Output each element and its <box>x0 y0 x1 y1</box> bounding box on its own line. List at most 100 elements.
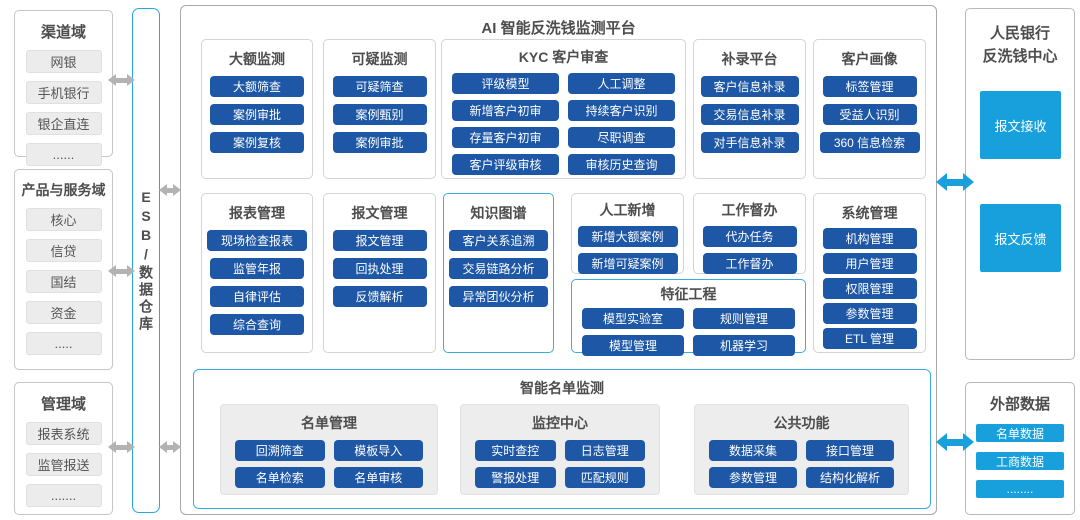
feature-button[interactable]: 持续客户识别 <box>568 100 675 121</box>
feature-button[interactable]: 交易链路分析 <box>449 258 548 279</box>
feature-button[interactable]: 360 信息检索 <box>819 132 920 153</box>
feature-button[interactable]: 参数管理 <box>822 303 917 324</box>
feature-button[interactable]: 代办任务 <box>702 226 797 247</box>
feature-button[interactable]: 日志管理 <box>564 440 645 461</box>
feature-button[interactable]: 新增大额案例 <box>577 226 678 247</box>
system-item-ellipsis: ...... <box>25 143 102 166</box>
message-receive-block[interactable]: 报文接收 <box>980 91 1061 159</box>
feature-button[interactable]: 可疑筛查 <box>332 76 427 97</box>
feature-button[interactable]: 数据采集 <box>709 440 797 461</box>
system-item[interactable]: 手机银行 <box>25 81 102 104</box>
feature-button[interactable]: 新增客户初审 <box>452 100 559 121</box>
message-feedback-block[interactable]: 报文反馈 <box>980 204 1061 272</box>
module-kyc-review: KYC 客户审查 评级模型 人工调整 新增客户初审 持续客户识别 存量客户初审 … <box>441 39 686 179</box>
pboc-aml-center-panel: 人民银行 反洗钱中心 报文接收 报文反馈 <box>965 8 1075 360</box>
feature-button[interactable]: 警报处理 <box>475 467 556 488</box>
panel-title: 产品与服务域 <box>21 182 106 198</box>
feature-button[interactable]: 异常团伙分析 <box>449 286 548 307</box>
feature-button[interactable]: 案例审批 <box>332 132 427 153</box>
esb-platform-arrow-top-icon <box>159 182 181 198</box>
feature-button[interactable]: 回溯筛查 <box>235 440 325 461</box>
module-title: 客户画像 <box>841 51 898 67</box>
panel-title: 渠道域 <box>40 24 86 41</box>
panel-title: 人民银行 反洗钱中心 <box>966 23 1074 68</box>
feature-button[interactable]: 回执处理 <box>332 258 427 279</box>
feature-button[interactable]: 反馈解析 <box>332 286 427 307</box>
feature-button[interactable]: 案例甄别 <box>332 104 427 125</box>
feature-button[interactable]: 客户评级审核 <box>452 154 559 175</box>
module-work-supervision: 工作督办 代办任务 工作督办 <box>693 193 806 274</box>
feature-button[interactable]: 名单审核 <box>333 467 423 488</box>
module-title: 特征工程 <box>660 286 717 302</box>
group-title: 名单管理 <box>301 415 357 431</box>
module-large-amount-monitoring: 大额监测 大额筛查 案例审批 案例复核 <box>201 39 313 179</box>
feature-button[interactable]: 接口管理 <box>806 440 894 461</box>
product-service-domain-panel: 产品与服务域 核心 信贷 国结 资金 ..... <box>14 169 113 370</box>
smart-list-monitoring-box: 智能名单监测 名单管理 回溯筛查 模板导入 名单检索 名单审核 监控中心 实时查… <box>193 369 931 509</box>
system-item[interactable]: 信贷 <box>25 239 102 262</box>
group-list-management: 名单管理 回溯筛查 模板导入 名单检索 名单审核 <box>220 404 438 495</box>
management-domain-panel: 管理域 报表系统 监管报送 ....... <box>14 382 113 515</box>
feature-button[interactable]: 权限管理 <box>822 278 917 299</box>
feature-button[interactable]: 综合查询 <box>210 314 304 335</box>
external-data-panel: 外部数据 名单数据 工商数据 ........ <box>965 382 1075 515</box>
external-data-item-ellipsis: ........ <box>976 480 1064 498</box>
feature-button[interactable]: 模型管理 <box>582 335 684 356</box>
module-title: 人工新增 <box>599 202 656 218</box>
feature-button[interactable]: 结构化解析 <box>806 467 894 488</box>
module-customer-profile: 客户画像 标签管理 受益人识别 360 信息检索 <box>813 39 926 179</box>
module-manual-add: 人工新增 新增大额案例 新增可疑案例 <box>571 193 684 274</box>
feature-button[interactable]: 客户信息补录 <box>700 76 799 97</box>
channel-domain-panel: 渠道域 网银 手机银行 银企直连 ...... <box>14 10 113 166</box>
feature-button[interactable]: 评级模型 <box>452 73 559 94</box>
system-item[interactable]: 报表系统 <box>25 422 102 445</box>
esb-label: ESB/数据仓库 <box>138 188 154 333</box>
module-message-management: 报文管理 报文管理 回执处理 反馈解析 <box>323 193 436 353</box>
feature-button[interactable]: 人工调整 <box>568 73 675 94</box>
feature-button[interactable]: 机构管理 <box>822 228 917 249</box>
platform-title: AI 智能反洗钱监测平台 <box>481 20 636 37</box>
feature-button[interactable]: 案例审批 <box>210 104 304 125</box>
feature-button[interactable]: ETL 管理 <box>822 328 917 349</box>
feature-button[interactable]: 匹配规则 <box>564 467 645 488</box>
feature-button[interactable]: 现场检查报表 <box>207 230 307 251</box>
feature-button[interactable]: 新增可疑案例 <box>577 253 678 274</box>
feature-button[interactable]: 模板导入 <box>333 440 423 461</box>
feature-button[interactable]: 大额筛查 <box>210 76 304 97</box>
feature-button[interactable]: 受益人识别 <box>822 104 917 125</box>
system-item[interactable]: 网银 <box>25 50 102 73</box>
feature-button[interactable]: 工作督办 <box>702 253 797 274</box>
feature-button[interactable]: 机器学习 <box>693 335 795 356</box>
feature-button[interactable]: 自律评估 <box>210 286 304 307</box>
feature-button[interactable]: 用户管理 <box>822 253 917 274</box>
module-feature-engineering: 特征工程 模型实验室 规则管理 模型管理 机器学习 <box>571 279 806 356</box>
external-data-item[interactable]: 名单数据 <box>976 424 1064 442</box>
panel-title: 外部数据 <box>989 396 1050 413</box>
group-title: 公共功能 <box>773 415 830 431</box>
feature-button[interactable]: 规则管理 <box>693 308 795 329</box>
feature-button[interactable]: 案例复核 <box>210 132 304 153</box>
feature-button[interactable]: 交易信息补录 <box>700 104 799 125</box>
group-title: 监控中心 <box>532 415 588 431</box>
system-item[interactable]: 国结 <box>25 270 102 293</box>
external-data-item[interactable]: 工商数据 <box>976 452 1064 470</box>
feature-button[interactable]: 实时查控 <box>475 440 556 461</box>
feature-button[interactable]: 尽职调查 <box>568 127 675 148</box>
system-item[interactable]: 银企直连 <box>25 112 102 135</box>
module-title: KYC 客户审查 <box>518 49 609 65</box>
feature-button[interactable]: 审核历史查询 <box>568 154 675 175</box>
feature-button[interactable]: 对手信息补录 <box>700 132 799 153</box>
system-item[interactable]: 监管报送 <box>25 453 102 476</box>
feature-button[interactable]: 报文管理 <box>332 230 427 251</box>
feature-button[interactable]: 参数管理 <box>709 467 797 488</box>
module-suspicious-monitoring: 可疑监测 可疑筛查 案例甄别 案例审批 <box>323 39 436 179</box>
feature-button[interactable]: 模型实验室 <box>582 308 684 329</box>
module-title: 工作督办 <box>721 202 778 218</box>
system-item[interactable]: 资金 <box>25 301 102 324</box>
system-item[interactable]: 核心 <box>25 208 102 231</box>
feature-button[interactable]: 标签管理 <box>822 76 917 97</box>
feature-button[interactable]: 监管年报 <box>210 258 304 279</box>
feature-button[interactable]: 名单检索 <box>235 467 325 488</box>
feature-button[interactable]: 客户关系追溯 <box>449 230 548 251</box>
feature-button[interactable]: 存量客户初审 <box>452 127 559 148</box>
